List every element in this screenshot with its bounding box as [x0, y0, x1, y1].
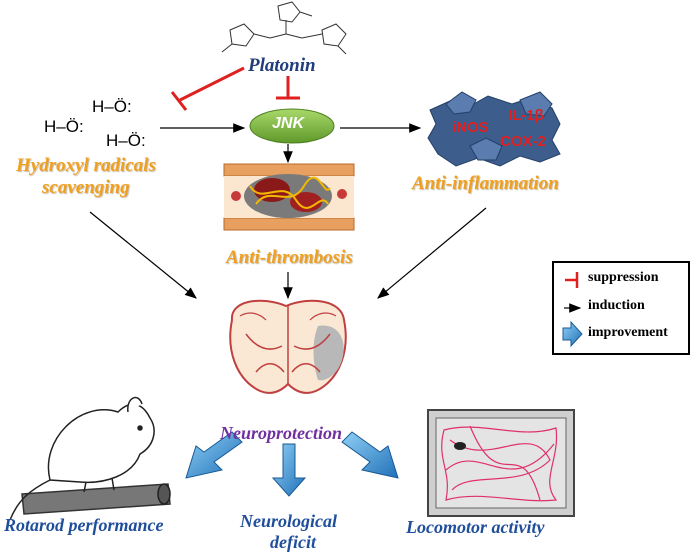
legend-box [552, 261, 690, 355]
legend-improvement-icon [562, 320, 583, 348]
thrombosis-image [223, 163, 355, 231]
legend-improvement-label: improvement [588, 325, 668, 340]
inflammatory-cells-image [427, 91, 561, 167]
neuroprotection-label: Neuroprotection [220, 423, 343, 443]
radical-3: H–Ö: [106, 131, 146, 150]
anti-inflammation-label: Anti-inflammation [412, 173, 559, 194]
legend-induction-label: induction [588, 298, 645, 313]
radical-1: H–Ö: [92, 97, 132, 116]
improvement-arrow-neuro [271, 443, 307, 497]
neuro-deficit-label-line2: deficit [270, 532, 316, 552]
marker-cox2: COX-2 [500, 133, 546, 150]
induction-arrows [89, 123, 487, 300]
brain-section-image [229, 299, 347, 394]
mouse-rotarod-image [9, 396, 171, 521]
legend-suppression-label: suppression [588, 270, 659, 285]
locomotor-tracking-image [427, 409, 575, 517]
locomotor-label: Locomotor activity [406, 517, 545, 537]
neuro-deficit-label-line1: Neurological [240, 511, 337, 531]
radical-2: H–Ö: [44, 117, 84, 136]
platonin-suppression-left [170, 66, 245, 111]
improvement-arrows [185, 431, 399, 497]
improvement-arrow-locomotor [341, 431, 399, 479]
marker-il1b: IL-1β [508, 107, 544, 124]
jnk-label: JNK [272, 115, 305, 132]
anti-thrombosis-label: Anti-thrombosis [226, 247, 353, 268]
marker-inos: iNOS [452, 119, 489, 136]
platonin-suppression-jnk [276, 76, 300, 100]
hydroxyl-label-line2: scavenging [42, 177, 130, 198]
rotarod-label: Rotarod performance [4, 515, 164, 535]
improvement-arrow-rotarod [185, 431, 243, 479]
jnk-node [249, 108, 335, 144]
hydroxyl-label-line1: Hydroxyl radicals [16, 155, 156, 176]
platonin-label: Platonin [248, 55, 316, 76]
platonin-structure-icon [221, 1, 347, 55]
legend-suppression-icon [565, 272, 579, 288]
